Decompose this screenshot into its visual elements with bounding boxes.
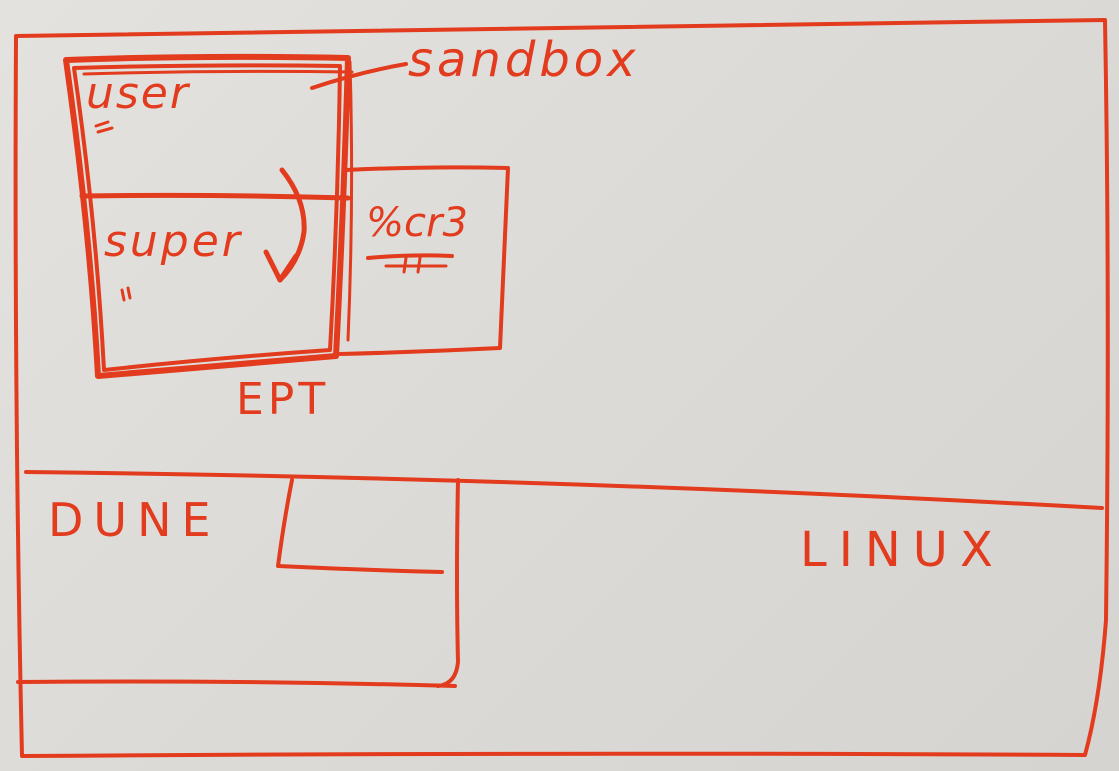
user-super-divider xyxy=(79,192,351,201)
user-label: user xyxy=(86,68,191,119)
cr3-label: %cr3 xyxy=(366,200,468,246)
super-label: super xyxy=(104,216,243,267)
cr3-underline xyxy=(366,253,454,260)
outer-frame xyxy=(13,18,1110,758)
cr3-hatch xyxy=(384,256,448,274)
dune-module-box xyxy=(436,478,460,688)
ept-label: EPT xyxy=(236,374,329,425)
transition-arrowhead xyxy=(263,249,299,283)
linux-label: LINUX xyxy=(800,522,1005,578)
sandbox-leader-line xyxy=(310,62,408,90)
bottom-strip-line xyxy=(16,679,457,688)
sandbox-label: sandbox xyxy=(408,32,640,88)
kernel-divider xyxy=(24,470,1104,510)
super-mark xyxy=(120,286,132,302)
user-mark xyxy=(94,120,114,134)
dune-label: DUNE xyxy=(48,493,221,547)
sandbox-box xyxy=(63,53,354,379)
cr3-box xyxy=(338,165,510,356)
dune-inner-box xyxy=(276,478,444,574)
